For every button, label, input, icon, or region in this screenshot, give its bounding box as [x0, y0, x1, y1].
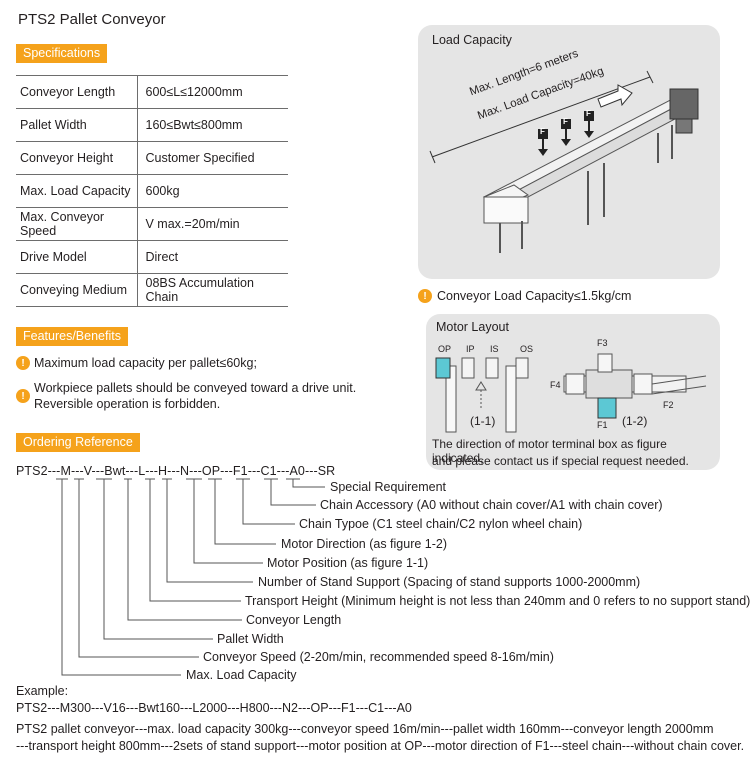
conveyor-illustration	[429, 70, 699, 253]
features-tag: Features/Benefits	[16, 327, 128, 346]
exclamation-icon: !	[16, 356, 30, 370]
exclamation-icon: !	[16, 389, 30, 403]
direction-f3-label: F3	[597, 338, 608, 348]
force-arrow-icon	[584, 111, 594, 138]
example-code: PTS2---M300---V16---Bwt160---L2000---H80…	[16, 701, 412, 715]
direction-arrow-icon	[597, 84, 633, 108]
spec-key: Pallet Width	[16, 108, 138, 142]
code-label: Conveyor Speed (2-20m/min, recommended s…	[203, 650, 554, 664]
position-os-label: OS	[520, 344, 534, 354]
code-label: Motor Position (as figure 1-1)	[267, 556, 429, 570]
code-label: Chain Accessory (A0 without chain cover/…	[320, 498, 663, 512]
spec-key: Conveyor Height	[16, 141, 138, 175]
direction-f1-label: F1	[597, 420, 608, 430]
exclamation-icon: !	[418, 289, 432, 303]
spec-key: Conveyor Length	[16, 75, 138, 109]
load-panel-title: Load Capacity	[432, 33, 512, 47]
load-note-text: Conveyor Load Capacity≤1.5kg/cm	[437, 289, 632, 303]
force-label: F	[540, 127, 545, 136]
ordering-code: PTS2---M---V---Bwt---L---H---N---OP---F1…	[16, 464, 336, 478]
code-label: Motor Direction (as figure 1-2)	[281, 537, 448, 551]
code-label: Chain Typoe (C1 steel chain/C2 nylon whe…	[299, 517, 583, 531]
example-description-line: ---transport height 800mm---2sets of sta…	[16, 739, 745, 753]
feature-text: Workpiece pallets should be conveyed tow…	[34, 380, 356, 412]
code-label: Transport Height (Minimum height is not …	[245, 594, 750, 608]
motor-panel-title: Motor Layout	[436, 320, 509, 334]
up-arrow-icon	[475, 381, 487, 410]
motor-note-line: and please contact us if special request…	[432, 454, 689, 468]
force-label: F	[563, 117, 568, 126]
code-label: Max. Load Capacity	[186, 668, 297, 682]
ordering-tag: Ordering Reference	[16, 433, 140, 452]
spec-key: Max. Load Capacity	[16, 174, 138, 208]
direction-f2-label: F2	[663, 400, 674, 410]
force-arrow-icon	[561, 119, 571, 146]
feature-item: ! Maximum load capacity per pallet≤60kg;	[16, 355, 257, 371]
force-arrow-icon	[538, 129, 548, 156]
feature-text: Maximum load capacity per pallet≤60kg;	[34, 356, 257, 370]
feature-line: Workpiece pallets should be conveyed tow…	[34, 381, 357, 395]
code-label: Number of Stand Support (Spacing of stan…	[258, 575, 641, 589]
figure-1-2-label: (1-2)	[622, 414, 648, 428]
load-capacity-panel: Load Capacity	[418, 25, 720, 279]
spec-key: Max. Conveyor Speed	[16, 207, 138, 241]
feature-item: ! Workpiece pallets should be conveyed t…	[16, 380, 356, 412]
force-label: F	[586, 109, 591, 118]
code-label: Pallet Width	[217, 632, 284, 646]
figure-1-1-label: (1-1)	[470, 414, 496, 428]
spec-value: Customer Specified	[137, 141, 288, 175]
motor-layout-panel: Motor Layout OP IP IS OS (1-1) F3 F4 F2 …	[426, 314, 720, 470]
spec-value: V max.=20m/min	[137, 207, 288, 241]
position-is-label: IS	[490, 344, 499, 354]
motor-layout-illustration	[435, 353, 707, 433]
position-ip-label: IP	[466, 344, 475, 354]
spec-value: 600≤L≤12000mm	[137, 75, 288, 109]
example-description-line: PTS2 pallet conveyor---max. load capacit…	[16, 722, 714, 736]
example-label: Example:	[16, 684, 69, 698]
page-title: PTS2 Pallet Conveyor	[18, 11, 166, 28]
code-label: Special Requirement	[330, 480, 447, 494]
feature-line: Reversible operation is forbidden.	[34, 397, 221, 411]
spec-value: 08BS Accumulation Chain	[137, 273, 288, 307]
spec-value: Direct	[137, 240, 288, 274]
position-op-label: OP	[438, 344, 452, 354]
direction-f4-label: F4	[550, 380, 561, 390]
spec-value: 160≤Bwt≤800mm	[137, 108, 288, 142]
motor-note-line: The direction of motor terminal box as f…	[432, 437, 667, 465]
spec-key: Conveying Medium	[16, 273, 138, 307]
spec-value: 600kg	[137, 174, 288, 208]
load-note: ! Conveyor Load Capacity≤1.5kg/cm	[418, 288, 631, 304]
spec-key: Drive Model	[16, 240, 138, 274]
code-label: Conveyor Length	[246, 613, 342, 627]
specifications-tag: Specifications	[16, 44, 108, 63]
